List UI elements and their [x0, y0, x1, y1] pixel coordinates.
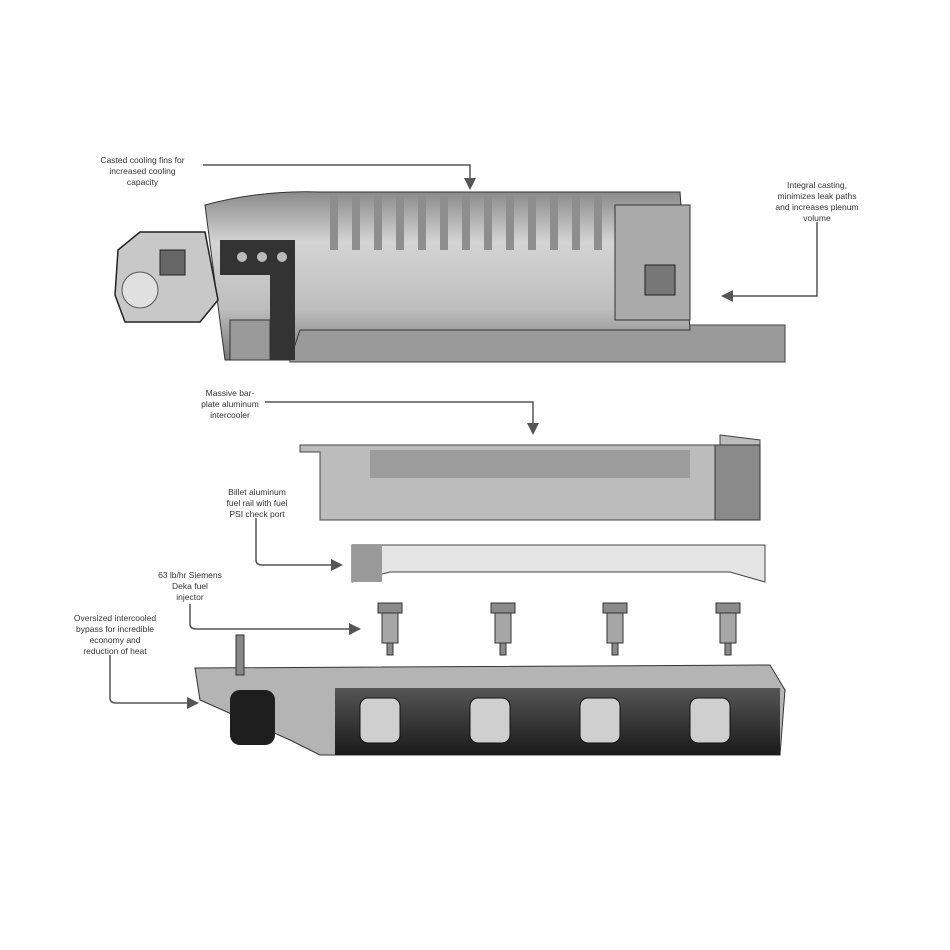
lower-intake — [194, 634, 786, 756]
injector — [715, 602, 741, 656]
callout-integral-casting: Integral casting, minimizes leak paths a… — [775, 180, 859, 223]
callout-intercooler: Massive bar- plate aluminum intercooler — [201, 388, 259, 420]
leader-lines — [109, 164, 818, 709]
callout-fuel-rail: Billet aluminum fuel rail with fuel PSI … — [226, 487, 288, 519]
fuel-injectors — [377, 602, 741, 656]
callout-cooling-fins: Casted cooling fins for increased coolin… — [100, 155, 185, 187]
injector — [490, 602, 516, 656]
callout-bypass: Oversized intercooled bypass for incredi… — [73, 613, 157, 656]
intercooler — [299, 434, 761, 521]
bypass-valve — [230, 690, 275, 745]
supercharger-assembly — [114, 191, 786, 363]
fuel-rail — [351, 544, 766, 583]
injector — [602, 602, 628, 656]
injector — [377, 602, 403, 656]
cooling-fins — [330, 195, 602, 250]
callout-fuel-injector: 63 lb/hr Siemens Deka fuel injector — [158, 570, 222, 602]
